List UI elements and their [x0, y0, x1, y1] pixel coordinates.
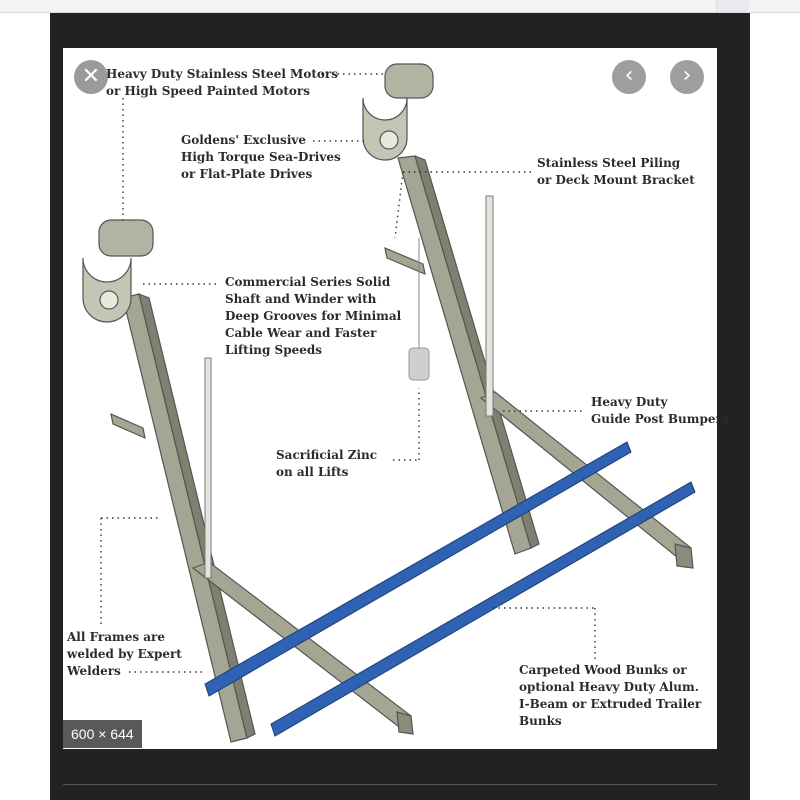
- shaft-hub: [379, 130, 399, 150]
- cross-brace: [384, 247, 426, 275]
- boat-lift-illustration: [82, 63, 696, 743]
- callout-motors: Heavy Duty Stainless Steel Motors or Hig…: [106, 66, 338, 100]
- callout-line: I-Beam or Extruded Trailer: [519, 697, 702, 711]
- callout-line: Welders: [67, 664, 121, 678]
- motor: [98, 219, 154, 257]
- next-image-button[interactable]: ›: [670, 60, 704, 94]
- callout-line: Deep Grooves for Minimal: [225, 309, 402, 323]
- cross-brace: [110, 412, 146, 440]
- preview-image[interactable]: [63, 48, 717, 749]
- sacrificial-zinc: [408, 347, 430, 381]
- callout-line: Stainless Steel Piling: [537, 156, 681, 170]
- callout-line: Lifting Speeds: [225, 343, 323, 357]
- callout-line: Commercial Series Solid: [225, 275, 391, 289]
- image-dimensions-badge: 600 × 644: [63, 720, 142, 748]
- callout-line: welded by Expert: [67, 647, 182, 661]
- bunk-beam: [270, 481, 696, 737]
- callout-line: optional Heavy Duty Alum.: [519, 680, 699, 694]
- frame-foot: [674, 543, 694, 569]
- callout-line: or Flat-Plate Drives: [181, 167, 313, 181]
- callout-line: High Torque Sea-Drives: [181, 150, 341, 164]
- chevron-left-icon: ‹: [624, 63, 634, 88]
- frame-leg-side: [414, 154, 540, 549]
- callout-shaft: Commercial Series Solid Shaft and Winder…: [225, 274, 401, 359]
- callout-bunks: Carpeted Wood Bunks or optional Heavy Du…: [519, 662, 701, 730]
- callout-line: Carpeted Wood Bunks or: [519, 663, 687, 677]
- callout-line: All Frames are: [67, 630, 166, 644]
- shaft-hub: [99, 290, 119, 310]
- callout-bumpers: Heavy Duty Guide Post Bumpers: [591, 394, 729, 428]
- chevron-right-icon: ›: [682, 63, 692, 88]
- divider: [63, 784, 717, 785]
- motor: [384, 63, 434, 99]
- close-button[interactable]: ✕: [74, 60, 108, 94]
- frame-foot: [396, 711, 414, 735]
- callout-line: Bunks: [519, 714, 562, 728]
- callout-zinc: Sacrificial Zinc on all Lifts: [276, 447, 377, 481]
- callout-line: Goldens' Exclusive: [181, 133, 306, 147]
- callout-piling: Stainless Steel Piling or Deck Mount Bra…: [537, 155, 695, 189]
- callout-line: or High Speed Painted Motors: [106, 84, 311, 98]
- callout-line: Heavy Duty: [591, 395, 668, 409]
- guide-post: [204, 357, 212, 579]
- callout-line: Cable Wear and Faster: [225, 326, 377, 340]
- frame-leg-side: [138, 293, 256, 739]
- leader-lines: [100, 73, 596, 673]
- winder-plate: [82, 257, 132, 323]
- scrollbar-arrow[interactable]: [716, 0, 749, 12]
- winder-plate: [362, 97, 408, 161]
- callout-line: Sacrificial Zinc: [276, 448, 378, 462]
- browser-top-strip: [0, 0, 800, 13]
- guide-post: [485, 195, 494, 417]
- previous-image-button[interactable]: ‹: [612, 60, 646, 94]
- bunk-beam: [204, 441, 632, 697]
- callout-drives: Goldens' Exclusive High Torque Sea-Drive…: [181, 132, 341, 183]
- callout-line: Shaft and Winder with: [225, 292, 377, 306]
- callout-line: on all Lifts: [276, 465, 349, 479]
- callout-line: or Deck Mount Bracket: [537, 173, 695, 187]
- callout-line: Guide Post Bumpers: [591, 412, 729, 426]
- callout-frames: All Frames are welded by Expert Welders: [67, 629, 182, 680]
- close-icon: ✕: [81, 64, 101, 89]
- callout-line: Heavy Duty Stainless Steel Motors: [106, 67, 338, 81]
